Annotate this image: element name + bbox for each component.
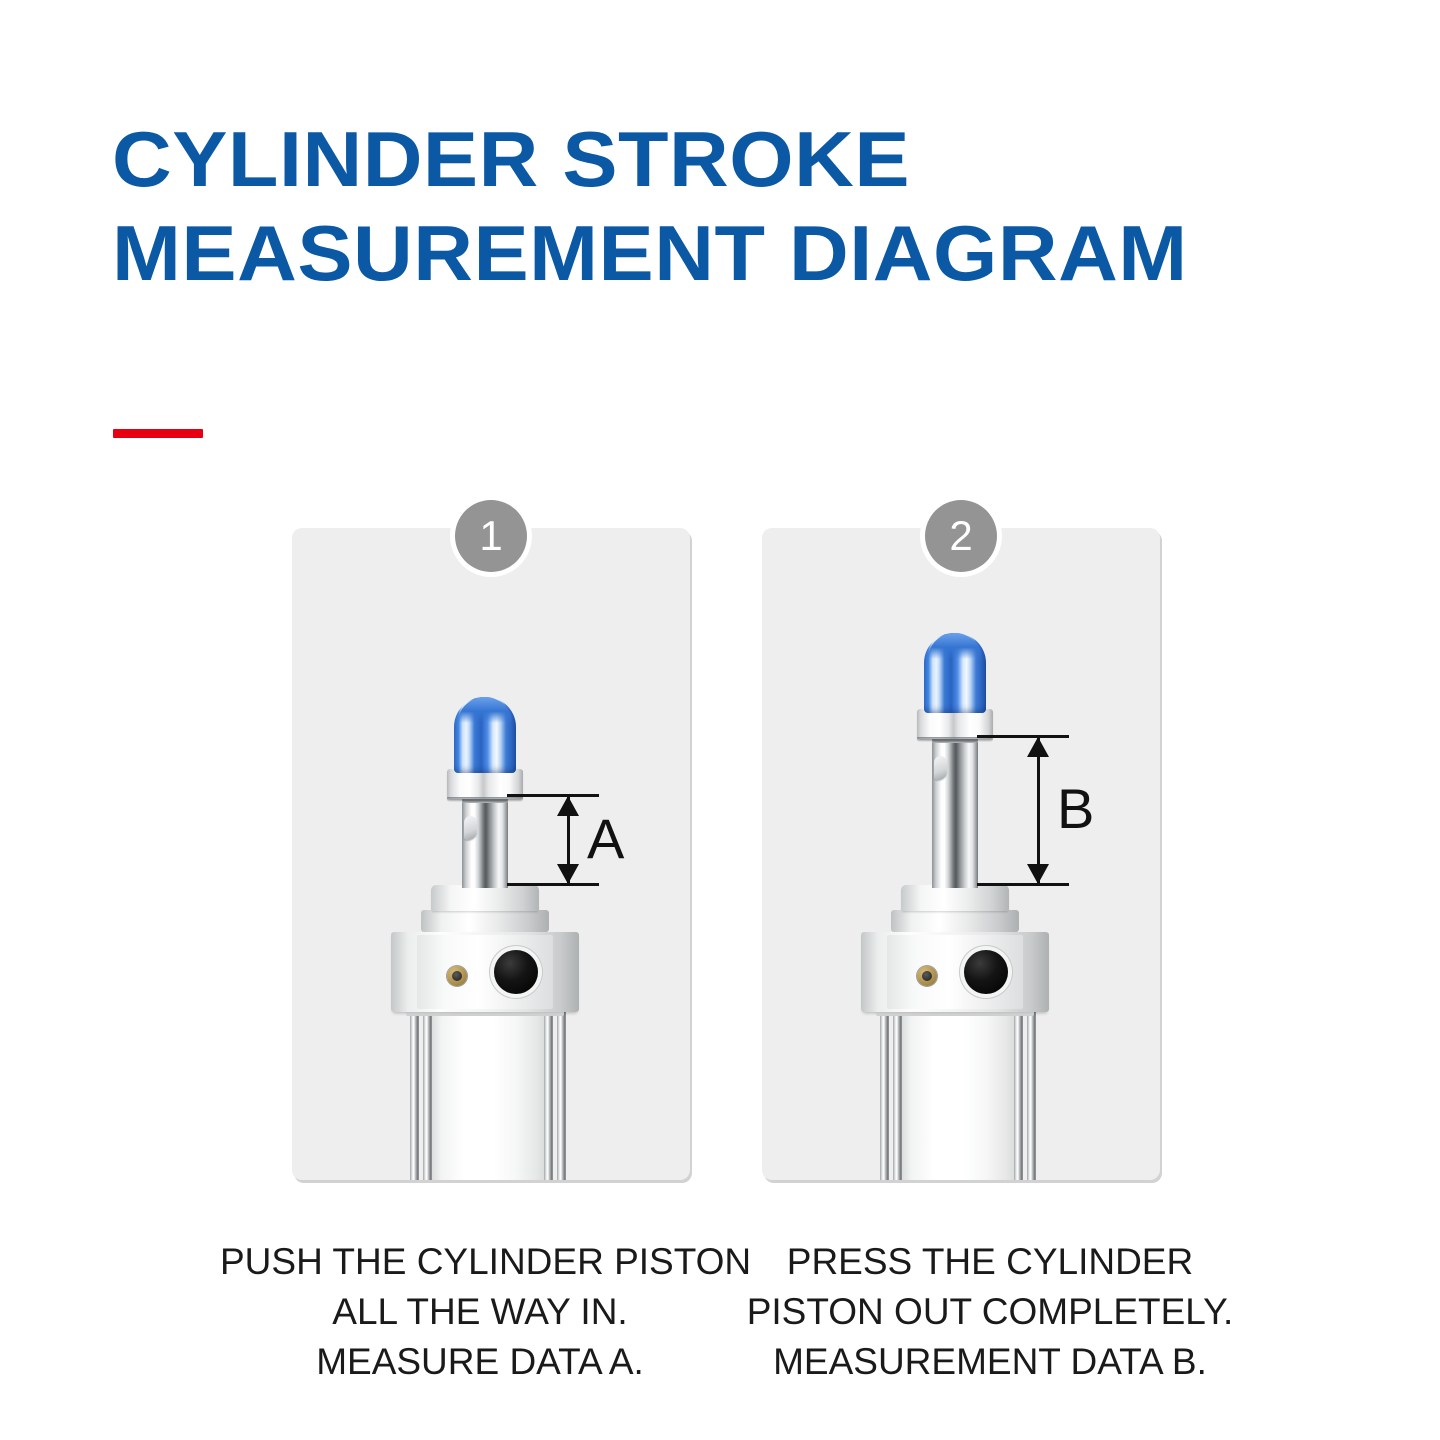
piston-rod (462, 800, 508, 888)
step-badge-1: 1 (455, 500, 527, 572)
cylinder-gland-top (901, 885, 1009, 911)
step-caption-1: PUSH THE CYLINDER PISTON ALL THE WAY IN.… (220, 1237, 752, 1387)
cylinder-gland-mid (421, 910, 549, 932)
cylinder-tie-rod-left (880, 1012, 889, 1180)
step-panel-1: A 1 (292, 500, 690, 1180)
page-title-line-2: MEASUREMENT DIAGRAM (112, 209, 1188, 297)
blue-protective-cap (924, 633, 986, 713)
dimension-b-ext-top (977, 735, 1069, 738)
step-caption-2: PRESS THE CYLINDER PISTON OUT COMPLETELY… (730, 1237, 1250, 1387)
step-panel-2-card: B (762, 528, 1160, 1180)
cylinder-tie-rod-right-2 (1027, 1012, 1036, 1180)
dimension-a: A (292, 528, 690, 1180)
step-caption-1-line-1: PUSH THE CYLINDER PISTON (220, 1241, 752, 1282)
piston-rod-notch (934, 756, 947, 780)
step-badge-2: 2 (925, 500, 997, 572)
cylinder-gland-mid (891, 910, 1019, 932)
cylinder-gland-top (431, 885, 539, 911)
cylinder-cushion-screw (917, 966, 937, 986)
cylinder-tie-rod-left-2 (423, 1012, 432, 1180)
cylinder-barrel-lip (876, 1008, 1034, 1016)
dimension-a-arrow-bottom (557, 864, 579, 884)
cylinder-tie-rod-right (544, 1012, 553, 1180)
dimension-b: B (762, 528, 1160, 1180)
dimension-a-label: A (587, 807, 625, 870)
cylinder-head-block (861, 932, 1049, 1012)
cylinder-tie-rod-left (410, 1012, 419, 1180)
dimension-b-arrow-top (1027, 737, 1049, 757)
dimension-a-ext-top (507, 794, 599, 797)
piston-rod-hex-nut (917, 709, 993, 742)
dimension-b-ext-bottom (977, 883, 1069, 886)
cylinder-barrel (899, 1012, 1023, 1180)
blue-protective-cap (454, 697, 516, 773)
step-caption-2-line-3: MEASUREMENT DATA B. (773, 1341, 1207, 1382)
cylinder-illustration-1: A (292, 528, 690, 1180)
cylinder-head-block (391, 932, 579, 1012)
dimension-b-arrow-bottom (1027, 864, 1049, 884)
piston-rod-notch (464, 816, 477, 840)
cylinder-barrel-lip (406, 1008, 564, 1016)
cylinder-barrel (429, 1012, 553, 1180)
dimension-b-line (1037, 737, 1040, 884)
cylinder-air-port (964, 950, 1008, 994)
cylinder-tie-rod-right-2 (557, 1012, 566, 1180)
cylinder-cushion-screw (447, 966, 467, 986)
page-title: CYLINDER STROKE MEASUREMENT DIAGRAM (112, 112, 1382, 300)
page-title-line-1: CYLINDER STROKE (112, 115, 911, 203)
cylinder-tie-rod-left-2 (893, 1012, 902, 1180)
step-caption-2-line-1: PRESS THE CYLINDER (786, 1241, 1194, 1282)
cylinder-tie-rod-right (1014, 1012, 1023, 1180)
dimension-a-arrow-top (557, 796, 579, 816)
step-caption-1-line-2: ALL THE WAY IN. (332, 1291, 628, 1332)
cylinder-illustration-2: B (762, 528, 1160, 1180)
cylinder-air-port (494, 950, 538, 994)
steps-container: A 1 (292, 500, 1160, 1180)
dimension-b-label: B (1057, 777, 1095, 840)
dimension-a-line (567, 796, 570, 884)
dimension-a-ext-bottom (507, 883, 599, 886)
step-caption-1-line-3: MEASURE DATA A. (316, 1341, 644, 1382)
step-panel-2: B 2 (762, 500, 1160, 1180)
step-caption-2-line-2: PISTON OUT COMPLETELY. (746, 1291, 1234, 1332)
title-divider (113, 429, 203, 438)
step-panel-1-card: A (292, 528, 690, 1180)
